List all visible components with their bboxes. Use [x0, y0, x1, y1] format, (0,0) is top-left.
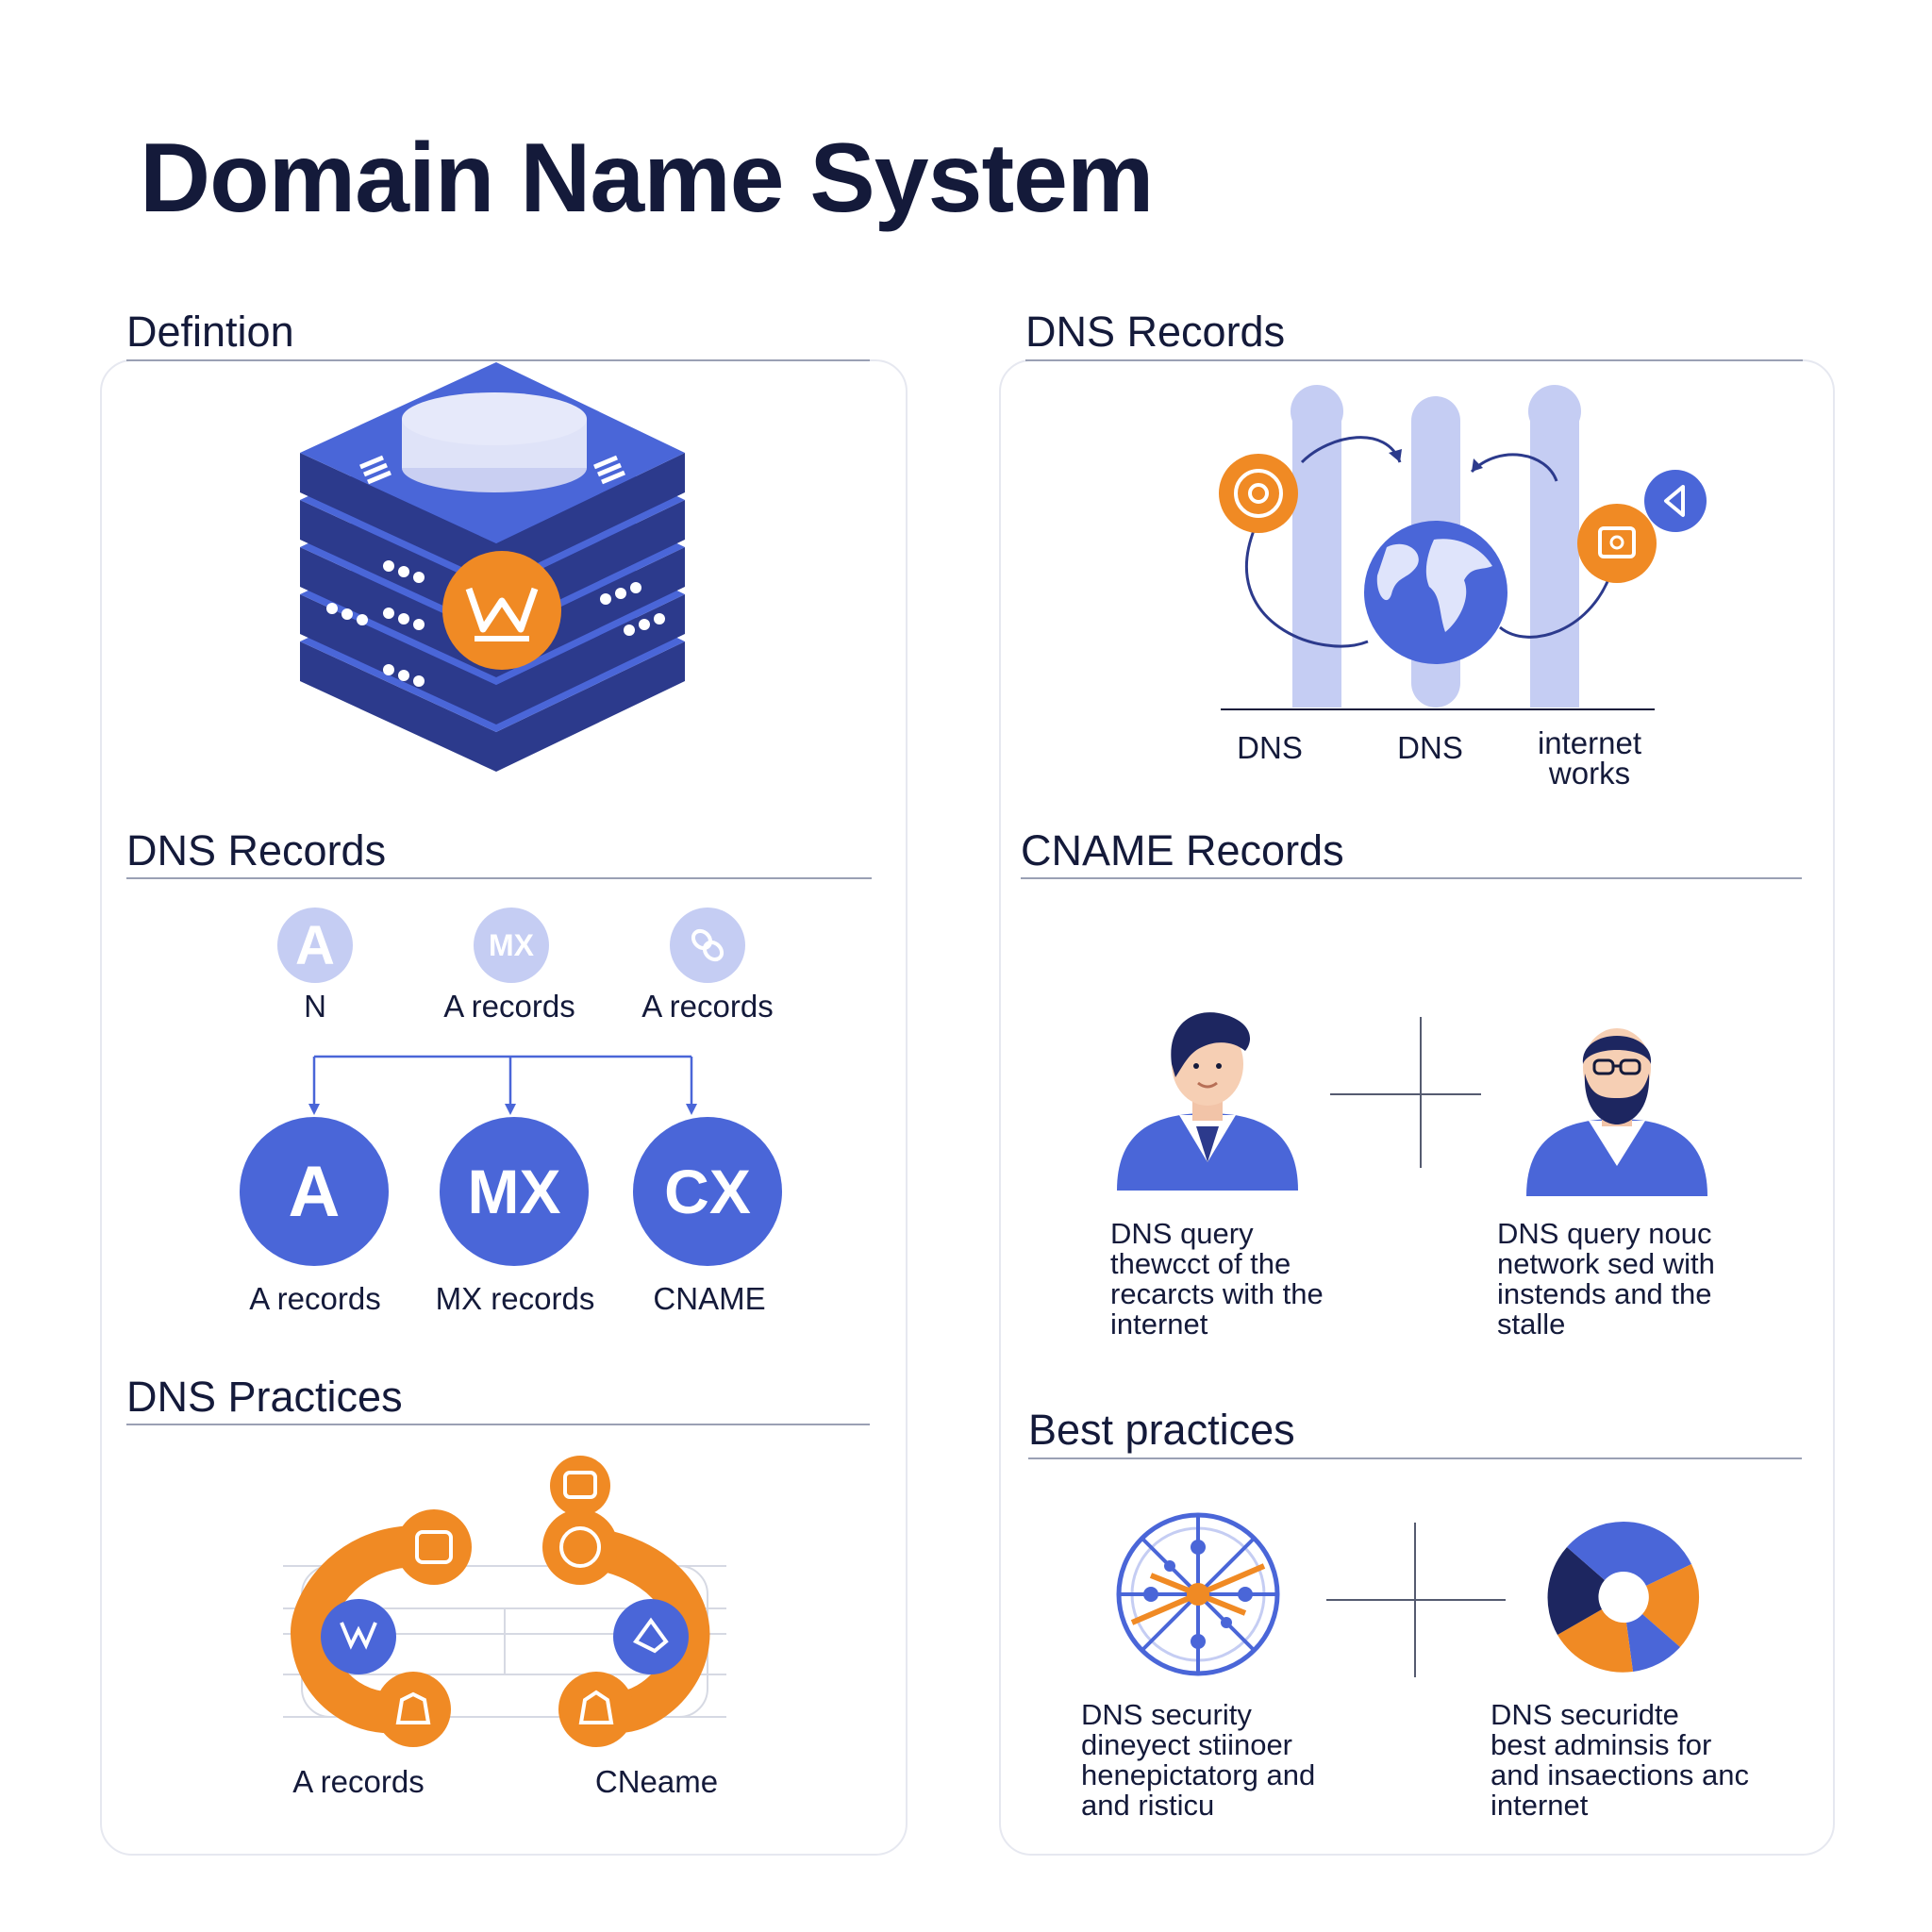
bearded-person-icon	[1526, 1028, 1707, 1196]
screen-icon	[1577, 504, 1657, 583]
cross-divider-2	[1326, 1523, 1506, 1677]
arc-top-left	[1300, 436, 1402, 464]
donut-chart-icon	[1547, 1522, 1700, 1673]
big-label-2: MX records	[435, 1281, 595, 1316]
dns-records-diagram	[1219, 385, 1707, 710]
small-circle-mx: MX	[474, 908, 549, 983]
globe-icon	[1364, 521, 1507, 664]
big-circle-mx: MX	[440, 1117, 589, 1266]
bar-3	[1530, 413, 1579, 708]
best-practices-text-1: DNS security dineyect stiinoer henepicta…	[1081, 1698, 1316, 1822]
connector-lines	[308, 1055, 697, 1115]
practices-diagram	[283, 1456, 726, 1747]
arc-right	[1499, 565, 1615, 639]
person-icon	[1117, 1012, 1298, 1191]
link-icon	[691, 928, 724, 962]
small-circle-a: A	[277, 908, 353, 983]
bar-label-1: DNS	[1237, 730, 1303, 765]
cname-text-2: DNS query nouc network sed with instends…	[1497, 1217, 1715, 1341]
bar-3-cap	[1528, 385, 1581, 438]
practices-label-1: A records	[292, 1764, 425, 1799]
gear-icon	[1219, 454, 1298, 533]
crown-badge-icon	[442, 551, 561, 670]
small-label-1: N	[304, 989, 326, 1024]
big-label-1: A records	[249, 1281, 381, 1316]
arc-top-right	[1470, 453, 1558, 482]
page-title: Domain Name System	[140, 124, 1154, 233]
bar-label-2: DNS	[1397, 730, 1463, 765]
cname-text-1: DNS query thewcct of the recarcts with t…	[1110, 1217, 1324, 1341]
dns-records-rule	[126, 877, 872, 879]
dns-practices-heading: DNS Practices	[126, 1373, 403, 1421]
cross-divider-1	[1330, 1017, 1481, 1168]
database-disc-icon	[402, 392, 587, 492]
bar-label-3: internet works	[1537, 725, 1642, 791]
small-circle-link	[670, 908, 745, 983]
dns-practices-rule	[126, 1424, 870, 1425]
practices-label-2: CNeame	[594, 1764, 719, 1799]
best-practices-text-2: DNS securidte best adminsis for and insa…	[1491, 1698, 1750, 1822]
dns-records-top-heading: DNS Records	[1025, 308, 1286, 356]
definition-heading: Defintion	[126, 308, 294, 356]
dns-records-top-rule	[1025, 359, 1803, 361]
bar-1	[1292, 413, 1341, 708]
badge-icon	[396, 1509, 472, 1585]
cname-heading: CNAME Records	[1021, 826, 1344, 874]
dns-records-heading: DNS Records	[126, 826, 387, 874]
big-circle-a: A	[240, 1117, 389, 1266]
security-wheel-icon	[1116, 1512, 1280, 1676]
bell-icon	[558, 1672, 634, 1747]
small-label-3: A records	[641, 989, 774, 1024]
small-label-2: A records	[443, 989, 575, 1024]
big-label-3: CNAME	[653, 1281, 766, 1316]
speaker-icon	[1644, 470, 1707, 532]
big-circle-cx: CX	[633, 1117, 782, 1266]
best-practices-heading: Best practices	[1028, 1406, 1295, 1454]
cname-rule	[1021, 877, 1802, 879]
bar-1-cap	[1291, 385, 1343, 438]
definition-rule	[126, 359, 870, 361]
arc-left	[1245, 527, 1369, 648]
best-practices-rule	[1028, 1457, 1802, 1459]
